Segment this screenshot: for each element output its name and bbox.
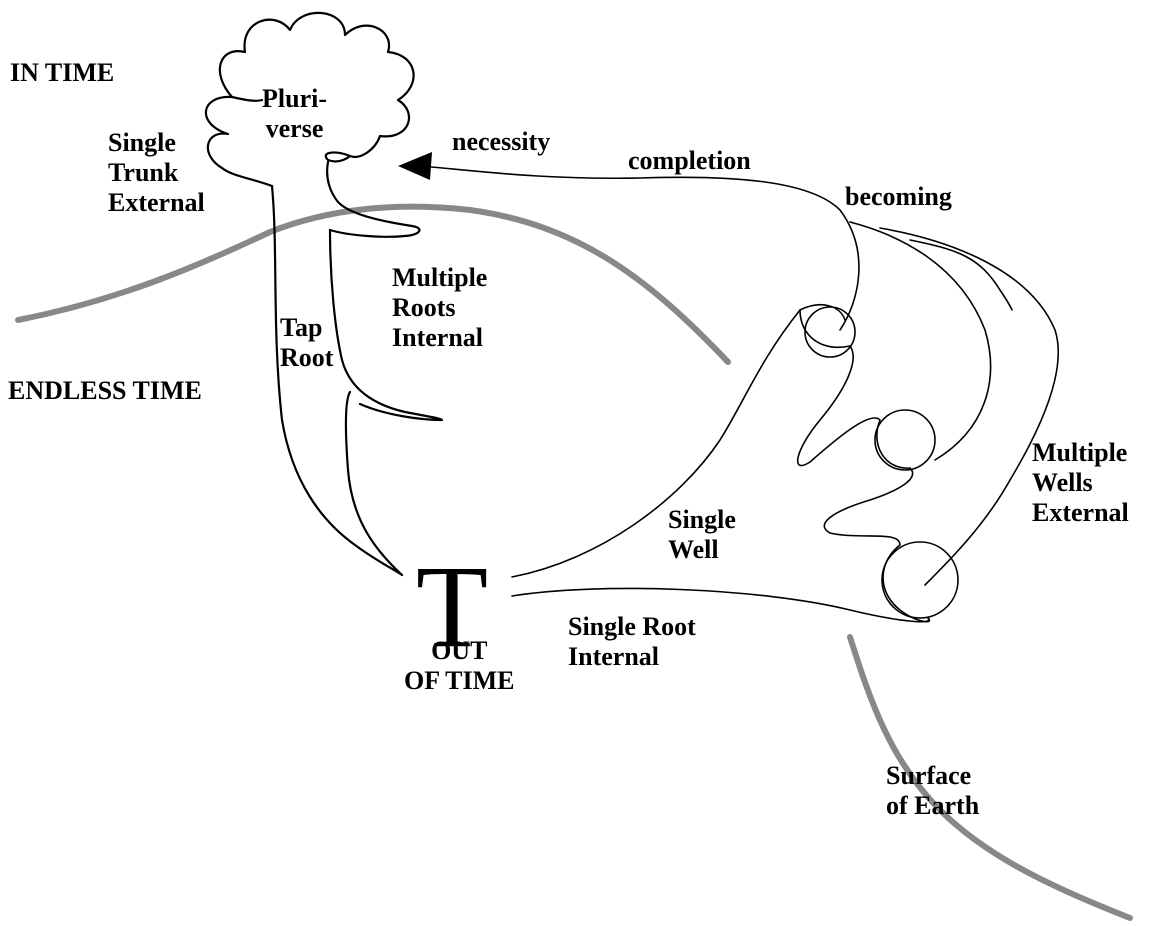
single-trunk-line-1: Single — [108, 128, 176, 157]
completion-text: completion — [628, 146, 751, 175]
single-root-line — [511, 587, 930, 623]
tap-root-line-1: Tap — [280, 313, 323, 342]
single-root-line-2: Internal — [568, 642, 659, 671]
label-pluriverse: Pluri- verse — [262, 84, 327, 144]
surface-of-earth-line-1: Surface — [886, 761, 972, 790]
label-necessity: necessity — [452, 127, 550, 157]
well-circle-lower — [881, 541, 959, 619]
pluriverse-cloud — [204, 11, 415, 188]
necessity-text: necessity — [452, 127, 551, 156]
label-surface-of-earth: Surface of Earth — [886, 761, 979, 821]
multiple-roots-line-1: Multiple — [392, 263, 488, 292]
trunk-right-edge — [326, 160, 421, 238]
tap-root-line-2: Root — [280, 343, 334, 372]
label-single-root: Single Root Internal — [568, 612, 696, 672]
out-of-time-line-1: OUT — [431, 636, 488, 665]
label-in-time: IN TIME — [10, 58, 114, 88]
single-well-line-1: Single — [668, 505, 736, 534]
single-root-line-1: Single Root — [568, 612, 696, 641]
well-cluster-outline — [796, 309, 931, 623]
label-multiple-wells: Multiple Wells External — [1032, 438, 1129, 528]
single-trunk-line-3: External — [108, 188, 205, 217]
multiple-roots-line-3: Internal — [392, 323, 483, 352]
well-circle-middle — [874, 409, 936, 471]
becoming-line-2 — [879, 227, 1060, 586]
arrowhead-icon — [398, 152, 432, 180]
earth-surface-lower-arc — [847, 634, 1133, 921]
in-time-text: IN TIME — [10, 58, 115, 87]
label-single-trunk: Single Trunk External — [108, 128, 205, 218]
becoming-text: becoming — [845, 182, 952, 211]
necessity-arrow-line — [419, 165, 860, 331]
multiple-wells-line-2: Wells — [1032, 468, 1093, 497]
label-completion: completion — [628, 146, 751, 176]
single-trunk-line-2: Trunk — [108, 158, 179, 187]
label-endless-time: ENDLESS TIME — [8, 376, 202, 406]
root-branch-lower — [344, 390, 404, 577]
multiple-wells-line-1: Multiple — [1032, 438, 1128, 467]
pluriverse-line-1: Pluri- — [262, 84, 327, 113]
label-tap-root: Tap Root — [280, 313, 333, 373]
pluriverse-inner-curl — [230, 95, 264, 102]
label-becoming: becoming — [845, 182, 952, 212]
becoming-line-1 — [849, 221, 992, 461]
label-out-of-time: OUT OF TIME — [404, 636, 515, 696]
multiple-wells-line-3: External — [1032, 498, 1129, 527]
multiple-roots-line-2: Roots — [392, 293, 456, 322]
becoming-line-3 — [909, 239, 1013, 311]
t-symbol: T — [416, 541, 489, 672]
out-of-time-line-2: OF TIME — [404, 666, 515, 695]
pluriverse-line-2: verse — [265, 114, 324, 143]
endless-time-text: ENDLESS TIME — [8, 376, 202, 405]
root-branch-upper — [328, 228, 444, 422]
label-multiple-roots: Multiple Roots Internal — [392, 263, 487, 353]
single-well-line-2: Well — [668, 535, 719, 564]
earth-surface-upper-arc — [15, 203, 731, 365]
label-single-well: Single Well — [668, 505, 736, 565]
surface-of-earth-line-2: of Earth — [886, 791, 980, 820]
single-well-line — [511, 304, 846, 578]
tap-root-left-edge — [270, 184, 404, 577]
well-circle-upper — [804, 306, 856, 358]
